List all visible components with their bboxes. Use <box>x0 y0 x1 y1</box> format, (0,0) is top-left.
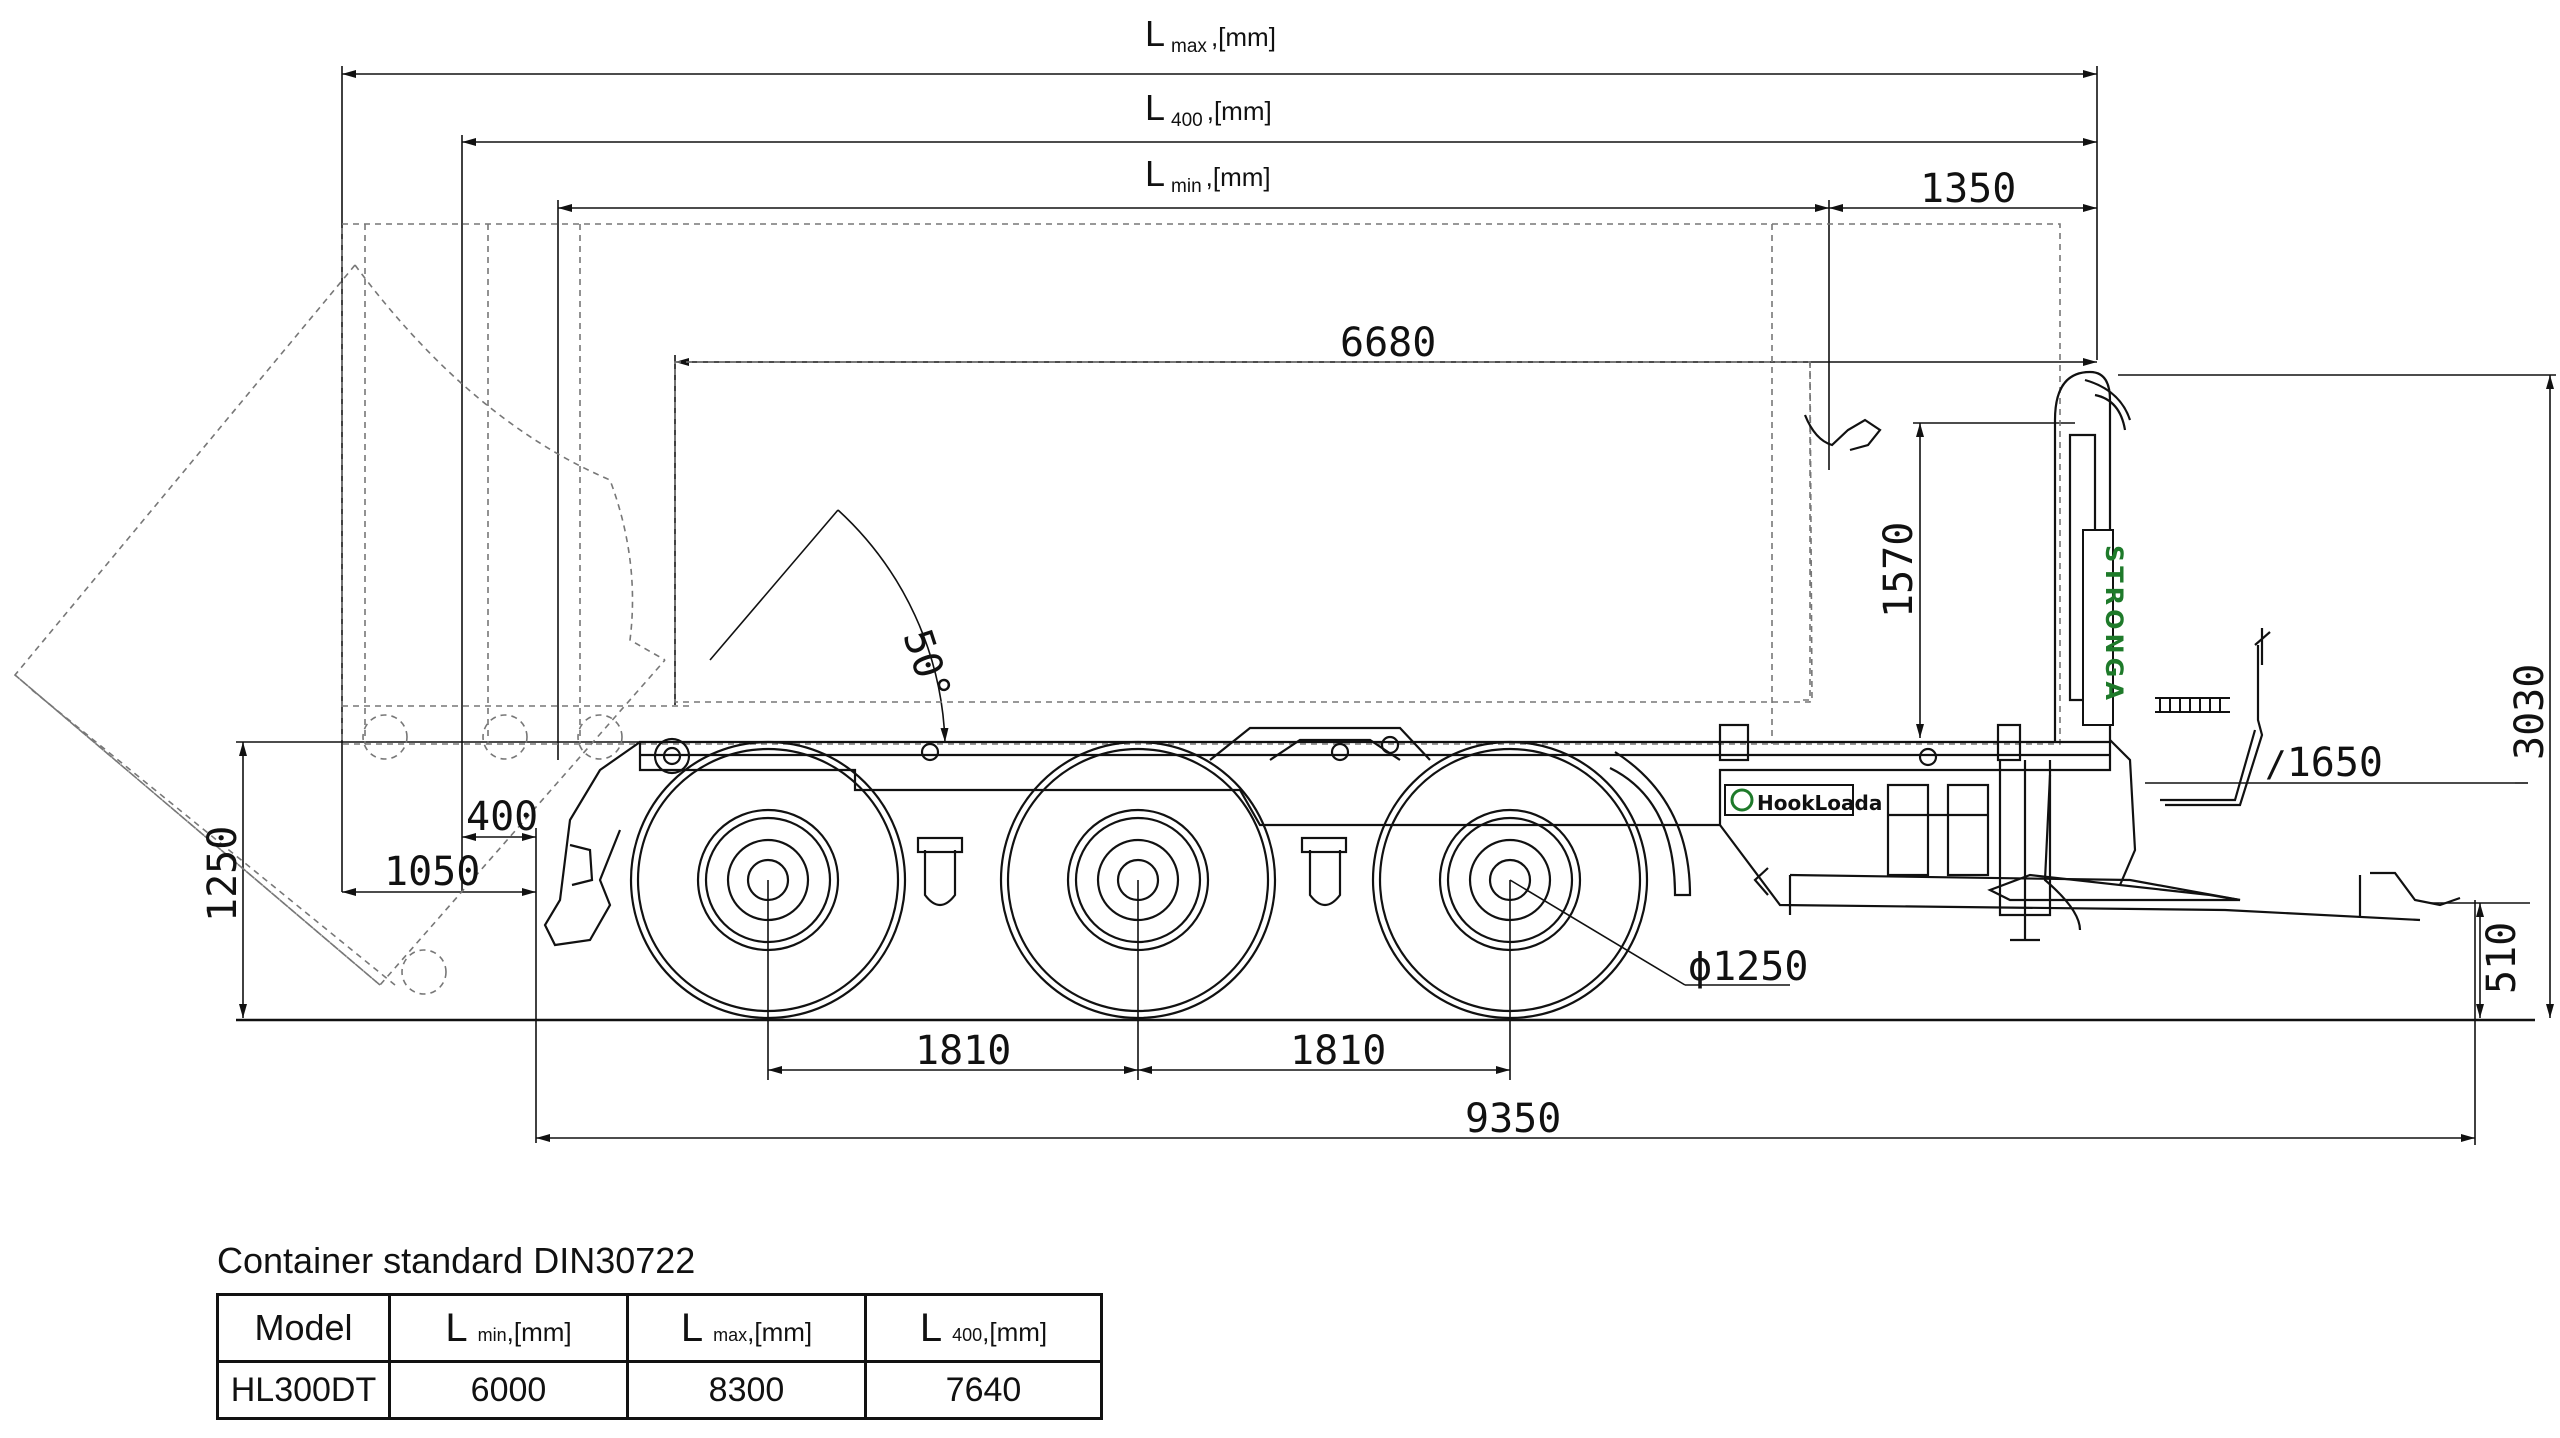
dim-1650: /1650 <box>2265 740 2383 786</box>
wheel-2 <box>999 740 1277 1020</box>
cell-lmin: 6000 <box>388 1360 629 1420</box>
hookloada-text: HookLoada <box>1757 791 1882 815</box>
dimension-lines <box>236 66 2556 1145</box>
dim-3030: 3030 <box>2507 664 2553 760</box>
header-model: Model <box>216 1293 391 1363</box>
rear-light-bar <box>2155 697 2230 713</box>
model-spec-table: Model L min,[mm] L max,[mm] L 400,[mm] H… <box>216 1293 1103 1420</box>
header-l400: L 400,[mm] <box>864 1293 1103 1363</box>
hookloada-logo: HookLoada <box>1724 784 1882 816</box>
wheel-3 <box>1371 740 1649 1020</box>
dim-angle: 50° <box>893 624 959 707</box>
dim-400: 400 <box>466 794 538 840</box>
cell-lmax: 8300 <box>626 1360 867 1420</box>
cell-model: HL300DT <box>216 1360 391 1420</box>
dim-1570: 1570 <box>1876 522 1922 618</box>
dim-1050: 1050 <box>384 849 480 895</box>
wheel-1 <box>629 740 907 1020</box>
container-outlines <box>13 223 2061 995</box>
dim-1250: 1250 <box>200 826 246 922</box>
table-header-row: Model L min,[mm] L max,[mm] L 400,[mm] <box>216 1293 1103 1363</box>
container-standard-caption: Container standard DIN30722 <box>217 1240 696 1281</box>
stronga-text: STRONGA <box>2100 545 2128 704</box>
stronga-logo: STRONGA <box>2082 529 2128 726</box>
header-lmin: L min,[mm] <box>388 1293 629 1363</box>
dim-9350: 9350 <box>1465 1096 1561 1142</box>
dim-wheel-diameter: ϕ1250 <box>1688 944 1808 990</box>
header-lmax: L max,[mm] <box>626 1293 867 1363</box>
cell-l400: 7640 <box>864 1360 1103 1420</box>
dim-1350: 1350 <box>1920 166 2016 212</box>
dim-1810-right: 1810 <box>1290 1028 1386 1074</box>
dim-510: 510 <box>2479 922 2525 994</box>
dim-6680: 6680 <box>1340 320 1436 366</box>
dim-1810-left: 1810 <box>915 1028 1011 1074</box>
table-row: HL300DT 6000 8300 7640 <box>216 1360 1103 1420</box>
trailer-chassis <box>543 370 2461 947</box>
